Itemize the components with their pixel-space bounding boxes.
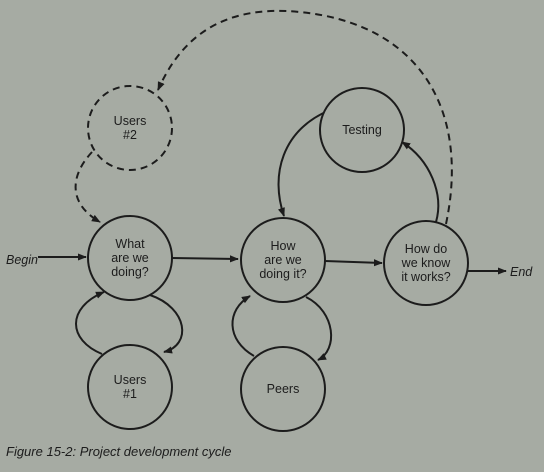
node-users2-circle [87,85,173,171]
node-users1-circle [87,344,173,430]
node-how-circle [240,217,326,303]
node-how-label-line: doing it? [259,267,306,281]
node-peers: Peers [240,346,326,432]
node-works-circle [383,220,469,306]
figure-caption: Figure 15-2: Project development cycle [6,444,231,459]
node-works-label-line: we know [401,256,452,270]
node-peers-circle [240,346,326,432]
edge-peers-to-how [231,295,255,357]
edge-testing-to-how [277,109,331,217]
node-users1: Users#1 [87,344,173,430]
edge-how-to-peers [305,296,333,361]
node-users1-label-line: Users [114,373,147,387]
node-testing-label-line: Testing [342,123,382,137]
node-peers-label-line: Peers [267,382,300,396]
edge-users2-to-what [74,151,101,223]
node-users2-label-line: Users [114,114,147,128]
edge-users1-to-what [75,291,105,355]
node-what-label-line: are we [111,251,149,265]
edge-how-to-works [324,259,383,267]
node-how-label-line: are we [264,253,302,267]
begin-label: Begin [6,253,38,267]
edges-layer [38,9,507,361]
node-testing-circle [319,87,405,173]
node-users2: Users#2 [87,85,173,171]
edge-what-to-users1 [149,294,184,354]
node-testing: Testing [319,87,405,173]
node-what-label-line: doing? [111,265,149,279]
node-how-label-line: How [270,239,296,253]
node-works-label-line: it works? [401,270,450,284]
edge-what-to-how [171,255,239,263]
edge-works-to-testing [401,141,440,223]
node-what-label-line: What [115,237,145,251]
node-users1-label-line: #1 [123,387,137,401]
node-what-circle [87,215,173,301]
node-works-label-line: How do [405,242,447,256]
edge-works-to-users2 [157,9,453,225]
end-label: End [510,265,533,279]
node-users2-label-line: #2 [123,128,137,142]
